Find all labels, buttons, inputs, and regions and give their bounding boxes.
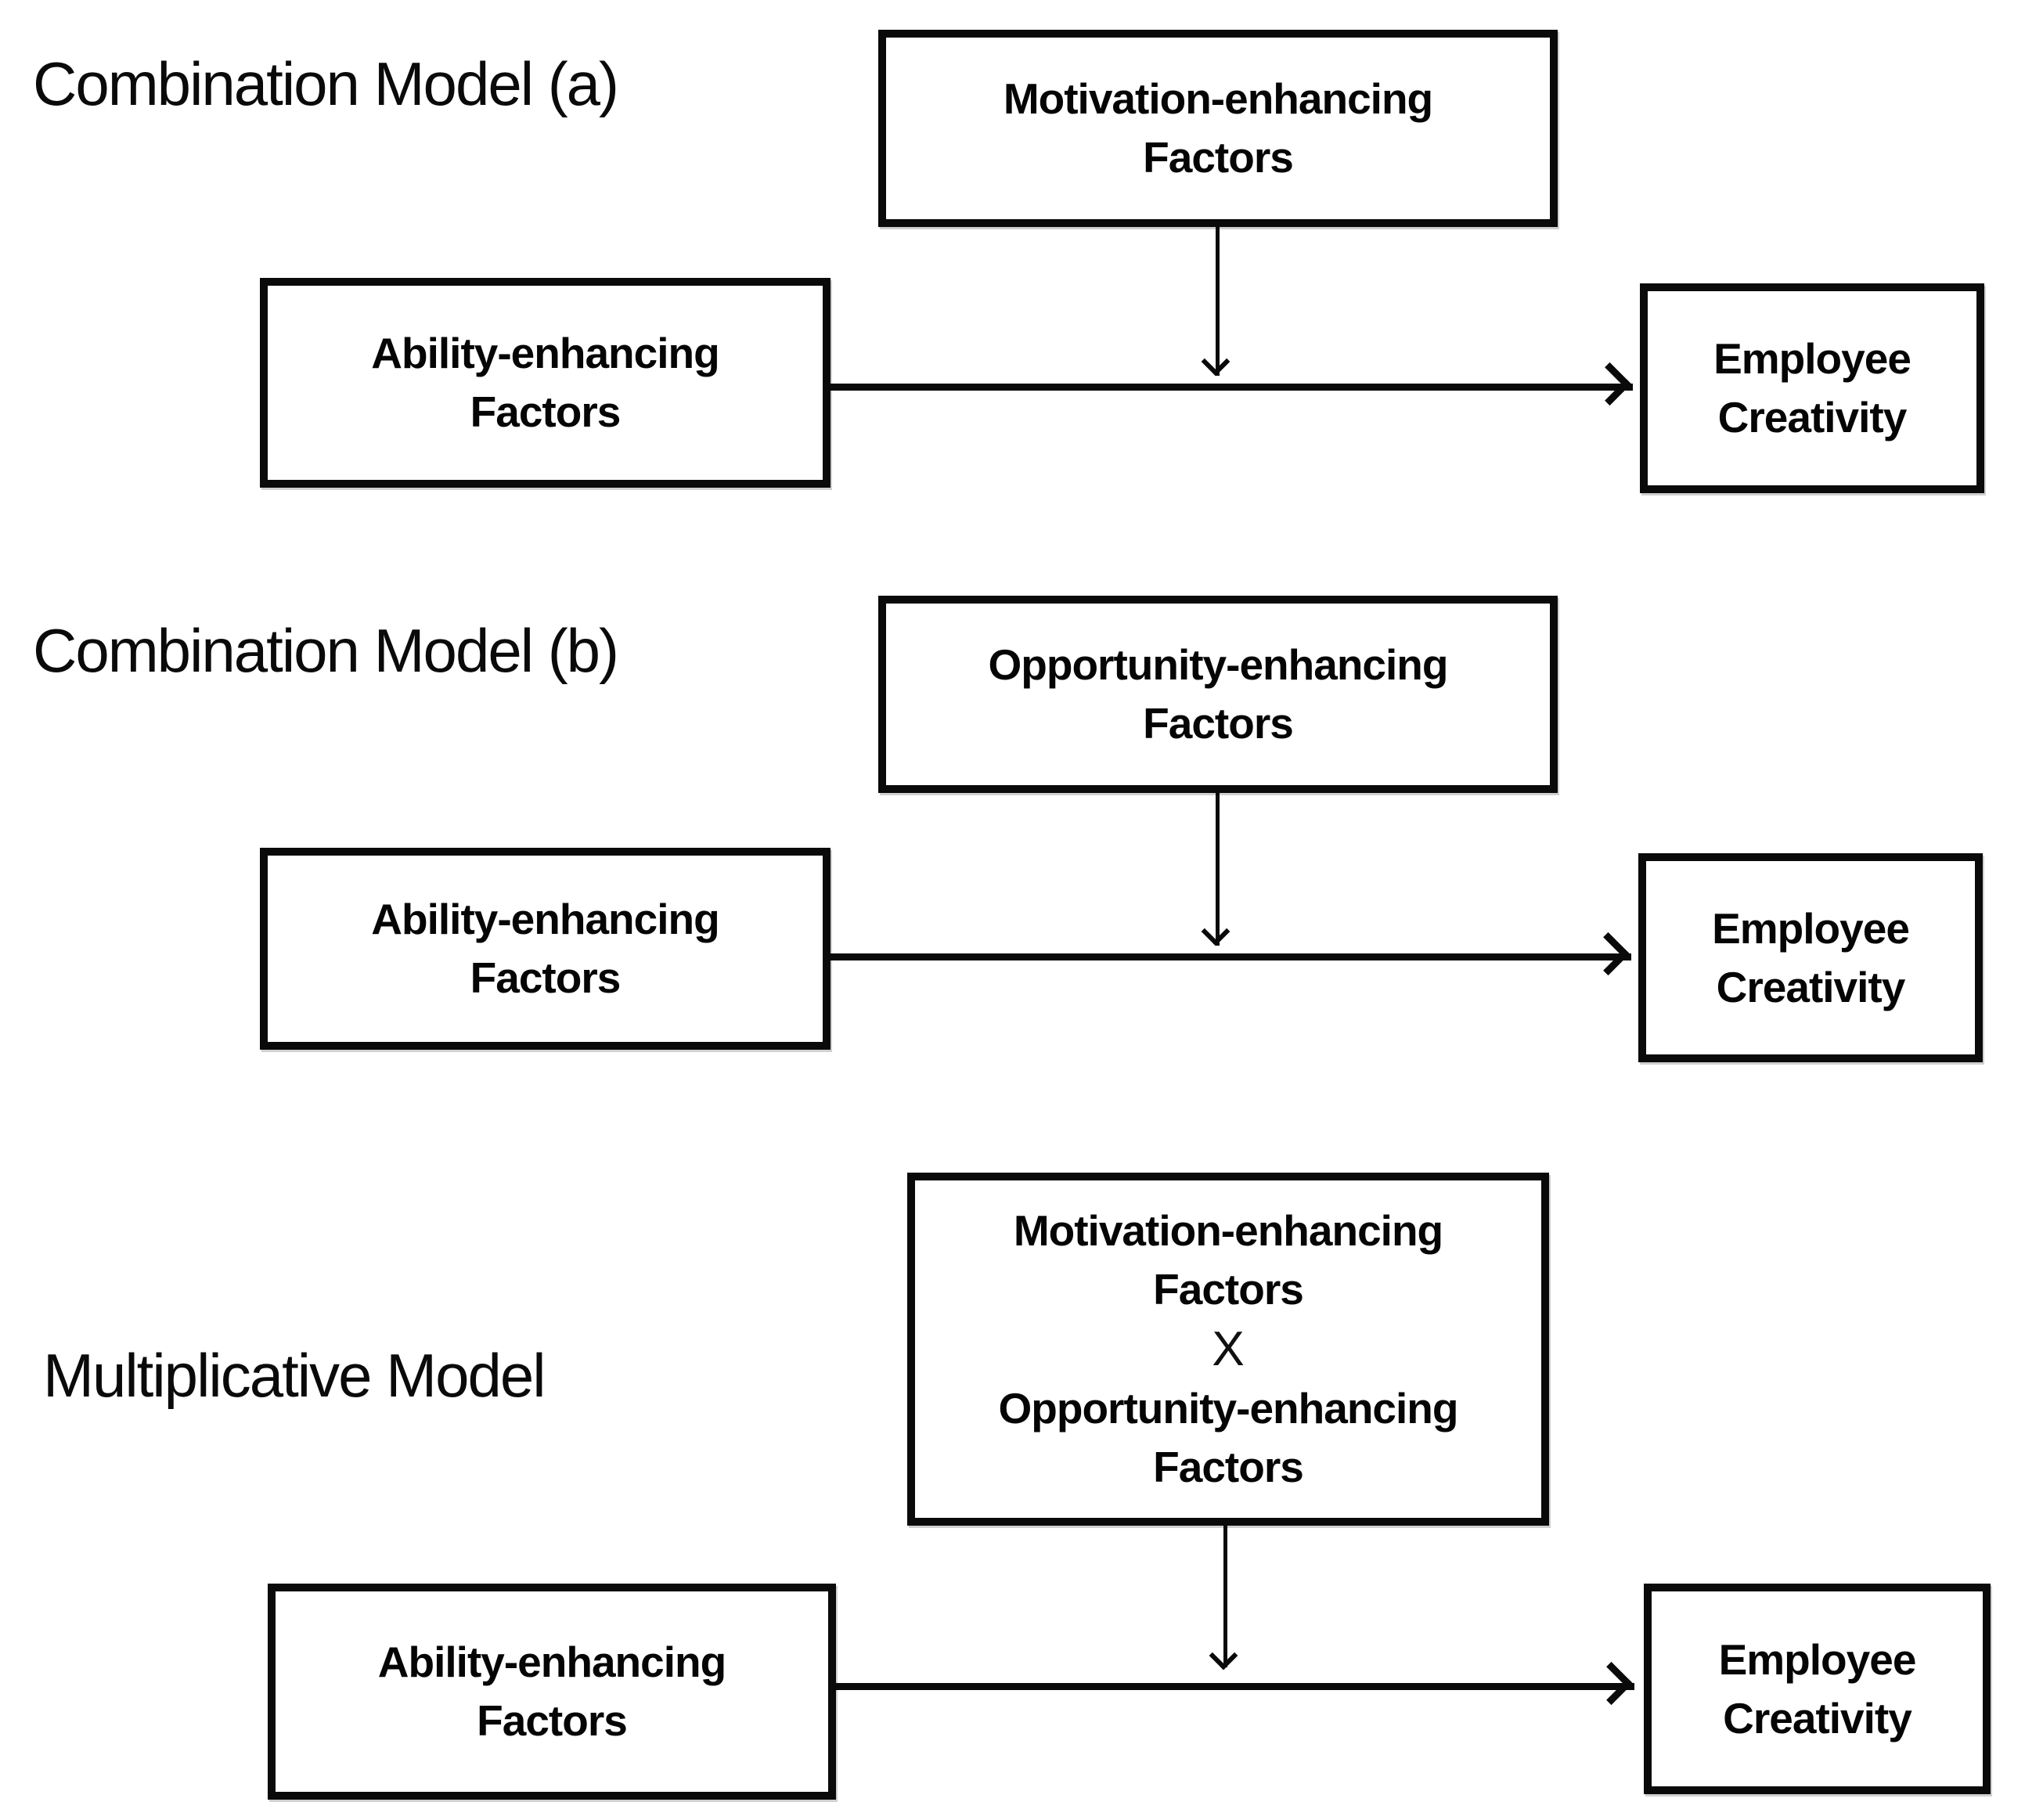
diagram-b-label: Combination Model (b) bbox=[33, 616, 619, 685]
diagram-c-ability-factors-box: Ability-enhancing Factors bbox=[268, 1584, 836, 1800]
diagram-c-horizontal-arrow-line bbox=[836, 1683, 1634, 1690]
diagram-a-employee-creativity-text: Employee Creativity bbox=[1713, 334, 1911, 441]
diagram-c-employee-creativity-box: Employee Creativity bbox=[1644, 1584, 1991, 1794]
diagram-c-vertical-arrow-line bbox=[1223, 1523, 1227, 1667]
diagram-a-vertical-arrow-line bbox=[1216, 225, 1220, 376]
diagram-b-vertical-arrow-line bbox=[1216, 791, 1220, 946]
diagram-a-motivation-factors-box: Motivation-enhancing Factors bbox=[878, 30, 1558, 227]
diagram-b-horizontal-arrow-line bbox=[831, 953, 1631, 960]
diagram-c-down-arrowhead-icon bbox=[1209, 1641, 1238, 1670]
diagram-c-interaction-factors-box: Motivation-enhancing Factors X Opportuni… bbox=[907, 1173, 1549, 1526]
diagram-a-employee-creativity-box: Employee Creativity bbox=[1640, 283, 1984, 493]
diagram-c-right-arrowhead-icon bbox=[1589, 1661, 1634, 1706]
diagram-c-employee-creativity-text: Employee Creativity bbox=[1718, 1634, 1917, 1743]
diagram-b-ability-factors-text: Ability-enhancing Factors bbox=[371, 895, 719, 1002]
diagram-a-ability-factors-box: Ability-enhancing Factors bbox=[260, 278, 831, 488]
diagram-b-opportunity-factors-text: Opportunity-enhancing Factors bbox=[988, 640, 1448, 748]
multiplication-sign: X bbox=[1212, 1321, 1245, 1376]
diagram-c-ability-factors-text: Ability-enhancing Factors bbox=[377, 1638, 726, 1745]
diagram-a-label: Combination Model (a) bbox=[33, 49, 619, 118]
diagram-b-ability-factors-box: Ability-enhancing Factors bbox=[260, 848, 831, 1050]
diagram-b-opportunity-factors-box: Opportunity-enhancing Factors bbox=[878, 596, 1558, 793]
diagram-b-employee-creativity-text: Employee Creativity bbox=[1712, 903, 1910, 1011]
diagram-a-motivation-factors-text: Motivation-enhancing Factors bbox=[1003, 74, 1433, 182]
diagram-c-opportunity-factors-text: Opportunity-enhancing Factors bbox=[998, 1384, 1458, 1492]
diagram-b-down-arrowhead-icon bbox=[1201, 917, 1230, 946]
diagram-b-employee-creativity-box: Employee Creativity bbox=[1638, 853, 1983, 1062]
diagram-a-right-arrowhead-icon bbox=[1587, 362, 1632, 406]
diagram-c-motivation-factors-text: Motivation-enhancing Factors bbox=[1013, 1206, 1443, 1314]
diagram-b-right-arrowhead-icon bbox=[1586, 932, 1630, 976]
diagram-a-down-arrowhead-icon bbox=[1201, 347, 1230, 377]
diagram-c-label: Multiplicative Model bbox=[43, 1341, 546, 1410]
diagram-a-ability-factors-text: Ability-enhancing Factors bbox=[371, 329, 719, 436]
diagram-a-horizontal-arrow-line bbox=[831, 384, 1633, 391]
